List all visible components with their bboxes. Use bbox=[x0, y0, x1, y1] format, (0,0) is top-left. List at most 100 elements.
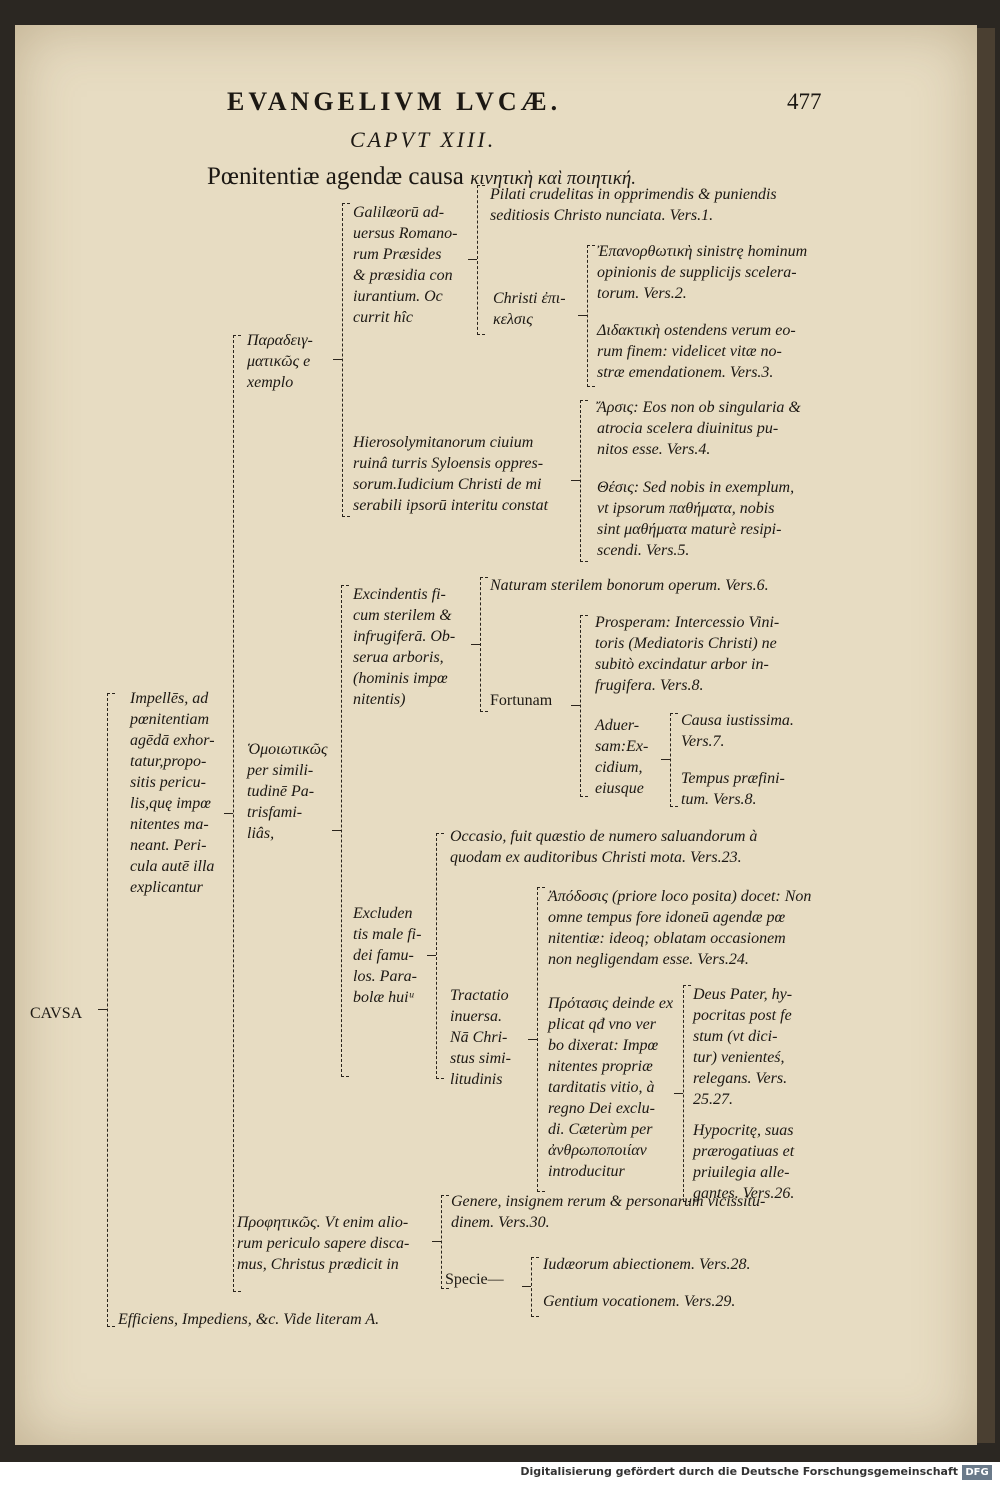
homoiotic-label: per simili- bbox=[247, 762, 314, 779]
brace-aduersam bbox=[670, 713, 678, 807]
brace-fortunam bbox=[580, 615, 588, 797]
impellens-label: cula autē illa bbox=[130, 858, 215, 875]
brace-specie-tip bbox=[522, 1286, 531, 1287]
causa-iustissima-label: Causa iustissima. bbox=[681, 712, 794, 729]
page-number: 477 bbox=[787, 89, 822, 114]
protasis-label: Πρότασις deinde ex bbox=[548, 995, 674, 1012]
hypocritae-label: priuilegia alle- bbox=[693, 1164, 790, 1181]
brace-homoiot-tip bbox=[332, 830, 341, 831]
brace-hieros bbox=[580, 400, 588, 562]
digitization-footer: Digitalisierung gefördert durch die Deut… bbox=[0, 1462, 1000, 1485]
deus-pater-label: Deus Pater, hy- bbox=[693, 986, 793, 1003]
prophetic-label: rum periculo sapere disca- bbox=[237, 1235, 410, 1252]
apodosis-label: omne tempus fore idoneū agendæ pœ bbox=[548, 909, 786, 926]
brace-tractatio-tip bbox=[528, 1039, 537, 1040]
homoiotic-label: Ὁμοιωτικῶς bbox=[247, 741, 328, 758]
pilati-label: Pilati crudelitas in opprimendis & punie… bbox=[490, 186, 777, 203]
galilaeorum-label: rum Præsides bbox=[353, 246, 442, 263]
page-edge bbox=[977, 28, 995, 1443]
excludentis-label: Excluden bbox=[353, 905, 413, 922]
excindentis-label: nitentis) bbox=[353, 691, 406, 708]
galilaeorum-label: uersus Romano- bbox=[353, 225, 458, 242]
fortunam-label: Fortunam bbox=[490, 692, 553, 709]
efficiens-label: Efficiens, Impediens, &c. Vide literam A… bbox=[118, 1311, 380, 1328]
brace-excindentis bbox=[480, 577, 488, 712]
tractatio-label: Nā Chri- bbox=[450, 1029, 508, 1046]
protasis-label: di. Cæterùm per bbox=[548, 1121, 653, 1138]
didactic-label: Διδακτικὴ ostendens verum eo- bbox=[597, 322, 796, 339]
hierosolymitani-label: serabili ipsorū interitu constat bbox=[353, 497, 549, 514]
galilaeorum-label: currit hîc bbox=[353, 309, 413, 326]
brace-galilaei-tip bbox=[468, 259, 477, 260]
excindentis-label: cum sterilem & bbox=[353, 607, 452, 624]
prophetic-label: mus, Christus prædicit in bbox=[237, 1256, 399, 1273]
prosperam-label: frugifera. Vers.8. bbox=[595, 677, 704, 694]
occasio-label: quodam ex auditoribus Christi mota. Vers… bbox=[450, 849, 742, 866]
protasis-label: introducitur bbox=[548, 1163, 625, 1180]
tempus-label: Tempus præfini- bbox=[681, 770, 785, 787]
homoiotic-label: liâs, bbox=[247, 825, 275, 842]
apodosis-label: Ἀπόδοσις (priore loco posita) docet: Non bbox=[548, 888, 812, 905]
impellens-label: lis,quę impœ bbox=[130, 795, 211, 812]
protasis-label: plicat qđ vno ver bbox=[548, 1016, 656, 1033]
aduersam-label: eiusque bbox=[595, 780, 644, 797]
excindentis-label: Excindentis fi- bbox=[353, 586, 446, 603]
galilaeorum-label: iurantium. Oc bbox=[353, 288, 443, 305]
impellens-label: neant. Peri- bbox=[130, 837, 207, 854]
excludentis-label: tis male fi- bbox=[353, 926, 422, 943]
deus-pater-label: 25.27. bbox=[693, 1091, 733, 1108]
protasis-label: regno Dei exclu- bbox=[548, 1100, 655, 1117]
hypocritae-label: gantes. Vers.26. bbox=[693, 1185, 795, 1202]
prosperam-label: Prosperam: Intercessio Vini- bbox=[595, 614, 780, 631]
brace-homoiot bbox=[341, 585, 349, 1077]
pilati-label: seditiosis Christo nunciata. Vers.1. bbox=[490, 207, 714, 224]
paradeigmatic-label: xemplo bbox=[247, 374, 294, 391]
chapter-heading: CAPVT XIII. bbox=[350, 127, 497, 152]
impellens-label: nitentes ma- bbox=[130, 816, 209, 833]
arsis-label: Ἄρσις: Eos non ob singularia & bbox=[597, 399, 801, 416]
brace-paradeigm bbox=[342, 203, 350, 517]
didactic-label: rum finem: videlicet vitæ no- bbox=[597, 343, 782, 360]
excludentis-label: dei famu- bbox=[353, 947, 414, 964]
impellens-label: sitis pericu- bbox=[130, 774, 206, 791]
footer-credit: Digitalisierung gefördert durch die Deut… bbox=[520, 1465, 958, 1478]
prosperam-label: subitò excindatur arbor in- bbox=[595, 656, 769, 673]
brace-prophetic-tip bbox=[432, 1241, 441, 1242]
specie-label: Specie— bbox=[445, 1271, 504, 1288]
hierosolymitani-label: Hierosolymitanorum ciuium bbox=[353, 434, 534, 451]
excludentis-label: los. Para- bbox=[353, 968, 417, 985]
arsis-label: atrocia scelera diuinitus pu- bbox=[597, 420, 779, 437]
aduersam-label: Aduer- bbox=[595, 717, 640, 734]
excindentis-label: (hominis impœ bbox=[353, 670, 448, 687]
homoiotic-label: trisfami- bbox=[247, 804, 303, 821]
genere-label: dinem. Vers.30. bbox=[451, 1214, 550, 1231]
epanorthotic-label: Ἐπανορθωτικὴ sinistrę hominum bbox=[597, 243, 808, 260]
paradeigmatic-label: ματικῶς e bbox=[247, 353, 311, 370]
apodosis-label: nitentiæ: ideoq; oblatam occasionem bbox=[548, 930, 786, 947]
galilaeorum-label: & præsidia con bbox=[353, 267, 453, 284]
protasis-label: ἀνθρωποποιίαν bbox=[548, 1142, 647, 1159]
brace-fortunam-tip bbox=[571, 705, 580, 706]
protasis-label: tarditatis vitio, à bbox=[548, 1079, 655, 1096]
impellens-label: explicantur bbox=[130, 879, 203, 896]
brace-protasis bbox=[683, 985, 691, 1202]
impellens-label: agēdā exhor- bbox=[130, 732, 215, 749]
tempus-label: tum. Vers.8. bbox=[681, 791, 757, 808]
paradeigmatic-label: Παραδειγ- bbox=[247, 332, 313, 349]
impellens-label: tatur,propo- bbox=[130, 753, 207, 770]
thesis-label: Θέσις: Sed nobis in exemplum, bbox=[597, 479, 795, 496]
christi-label: κελσις bbox=[493, 311, 533, 328]
dfg-logo: DFG bbox=[962, 1465, 992, 1480]
brace-christi bbox=[587, 245, 595, 387]
didactic-label: stræ emendationem. Vers.3. bbox=[597, 364, 774, 381]
impellens-label: pœnitentiam bbox=[130, 711, 210, 728]
brace-excludentis bbox=[436, 833, 444, 1079]
thesis-label: sint μαθήματα maturè resipi- bbox=[597, 521, 782, 538]
hypocritae-label: prærogatiuas et bbox=[693, 1143, 795, 1160]
book-page: EVANGELIVM LVCÆ. 477 CAPVT XIII. Pœniten… bbox=[15, 25, 977, 1445]
brace-impellens-tip bbox=[224, 813, 233, 814]
deus-pater-label: pocritas post fe bbox=[693, 1007, 792, 1024]
brace-causa-tip bbox=[98, 1009, 107, 1010]
brace-aduersam-tip bbox=[661, 759, 670, 760]
tractatio-label: litudinis bbox=[450, 1071, 503, 1088]
